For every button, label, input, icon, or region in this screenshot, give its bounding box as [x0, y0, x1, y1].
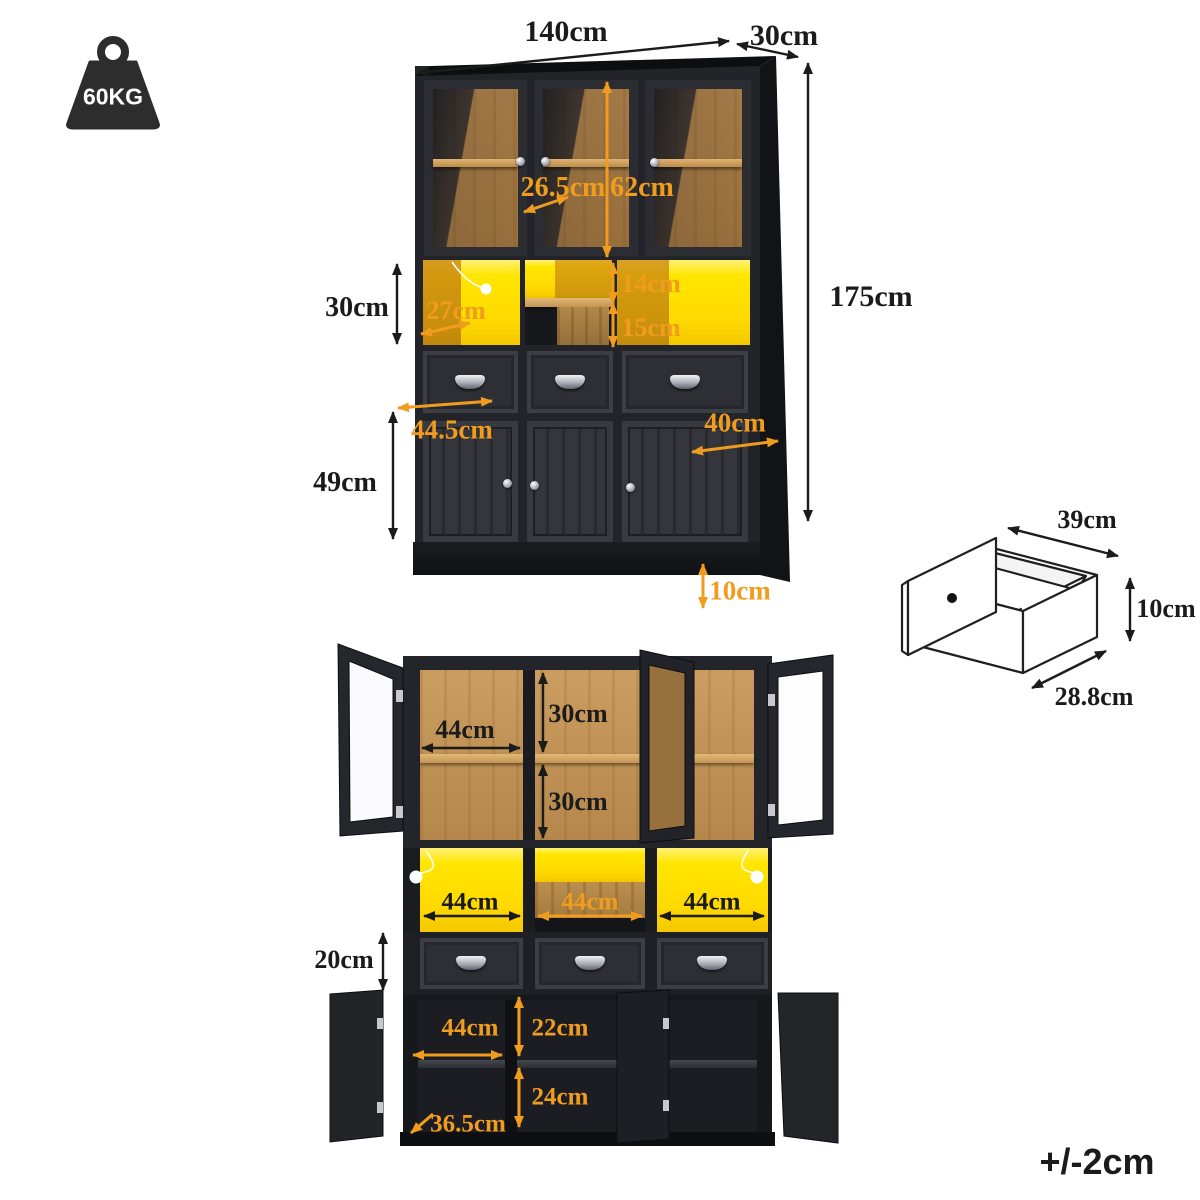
- dim-shelf-gap-top: 30cm: [548, 699, 608, 728]
- door-knob: [530, 481, 539, 490]
- glass-shelf: [543, 159, 629, 167]
- dim-lower-door-height: 49cm: [313, 467, 377, 498]
- led-lights: [409, 261, 764, 884]
- door-knob: [650, 158, 659, 167]
- dim-open-shelf-height: 30cm: [325, 292, 389, 323]
- dim-led-upper-gap: 14cm: [621, 269, 681, 298]
- hutch-divider: [523, 670, 535, 840]
- hinges: [396, 690, 775, 818]
- door-knob: [541, 157, 550, 166]
- black-arrows: [378, 37, 1135, 991]
- dim-front-width: 140cm: [524, 15, 608, 48]
- open-base-shelf: [418, 1060, 757, 1068]
- lower-door-middle: [527, 421, 613, 542]
- dim-base-inner-depth: 36.5cm: [430, 1110, 506, 1138]
- glass-shelf: [654, 159, 742, 167]
- drawer-handle: [455, 375, 485, 389]
- dim-base-depth: 40cm: [704, 407, 766, 438]
- weight-limit-icon: [66, 36, 160, 130]
- dim-compartment-width: 44cm: [435, 715, 495, 744]
- led-cell-right: [617, 260, 750, 345]
- drawer-knob-dot: [947, 593, 957, 603]
- dim-glass-shelf-depth: 26.5cm: [520, 172, 606, 203]
- drawer-handle: [697, 956, 727, 970]
- led-cell-middle: [525, 260, 612, 345]
- open-doors-base: [329, 989, 839, 1144]
- drawer-handle: [575, 956, 605, 970]
- dim-front-height: 175cm: [829, 280, 913, 313]
- lower-door-left: [423, 421, 518, 542]
- drawer-handle: [456, 956, 486, 970]
- dim-open-shelf-depth: 27cm: [426, 296, 486, 325]
- dim-led-cell-left: 44cm: [441, 888, 499, 916]
- dim-drawer-width: 44.5cm: [411, 414, 493, 445]
- dim-drawer-detail-height: 10cm: [1136, 594, 1196, 623]
- dim-drawer-front-height: 20cm: [314, 945, 374, 974]
- dim-front-depth: 30cm: [749, 19, 819, 52]
- door-knob: [516, 157, 525, 166]
- dim-drawer-detail-width: 39cm: [1057, 505, 1117, 534]
- glass-door-right: [645, 80, 751, 256]
- dim-base-gap-bottom: 24cm: [531, 1083, 589, 1111]
- door-knob: [626, 483, 635, 492]
- dim-base-compartment-width: 44cm: [441, 1014, 499, 1042]
- dim-led-cell-right: 44cm: [683, 888, 741, 916]
- dim-drawer-detail-depth: 28.8cm: [1054, 682, 1134, 711]
- drawer-handle: [670, 375, 700, 389]
- hinges: [377, 1018, 669, 1113]
- dim-base-gap-top: 22cm: [531, 1014, 589, 1042]
- dim-shelf-gap-bottom: 30cm: [548, 787, 608, 816]
- drawer-handle: [555, 375, 585, 389]
- drawer-detail-diagram: [900, 536, 1099, 675]
- dim-plinth-height: 10cm: [709, 575, 771, 606]
- orange-arrows: [397, 81, 779, 1135]
- dim-led-cell-middle: 44cm: [561, 888, 619, 916]
- weight-limit-label: 60KG: [82, 83, 144, 110]
- door-knob: [503, 479, 512, 488]
- dim-glass-door-height: 62cm: [610, 172, 674, 203]
- glass-door-left: [424, 80, 527, 256]
- tolerance-note: +/-2cm: [1039, 1141, 1155, 1182]
- glass-door-middle: [534, 80, 638, 256]
- open-doors-hutch: [337, 643, 834, 844]
- glass-shelf: [433, 159, 518, 167]
- dim-led-lower-gap: 15cm: [621, 313, 681, 342]
- open-plinth: [400, 1132, 775, 1146]
- open-hutch-shelf: [420, 754, 754, 763]
